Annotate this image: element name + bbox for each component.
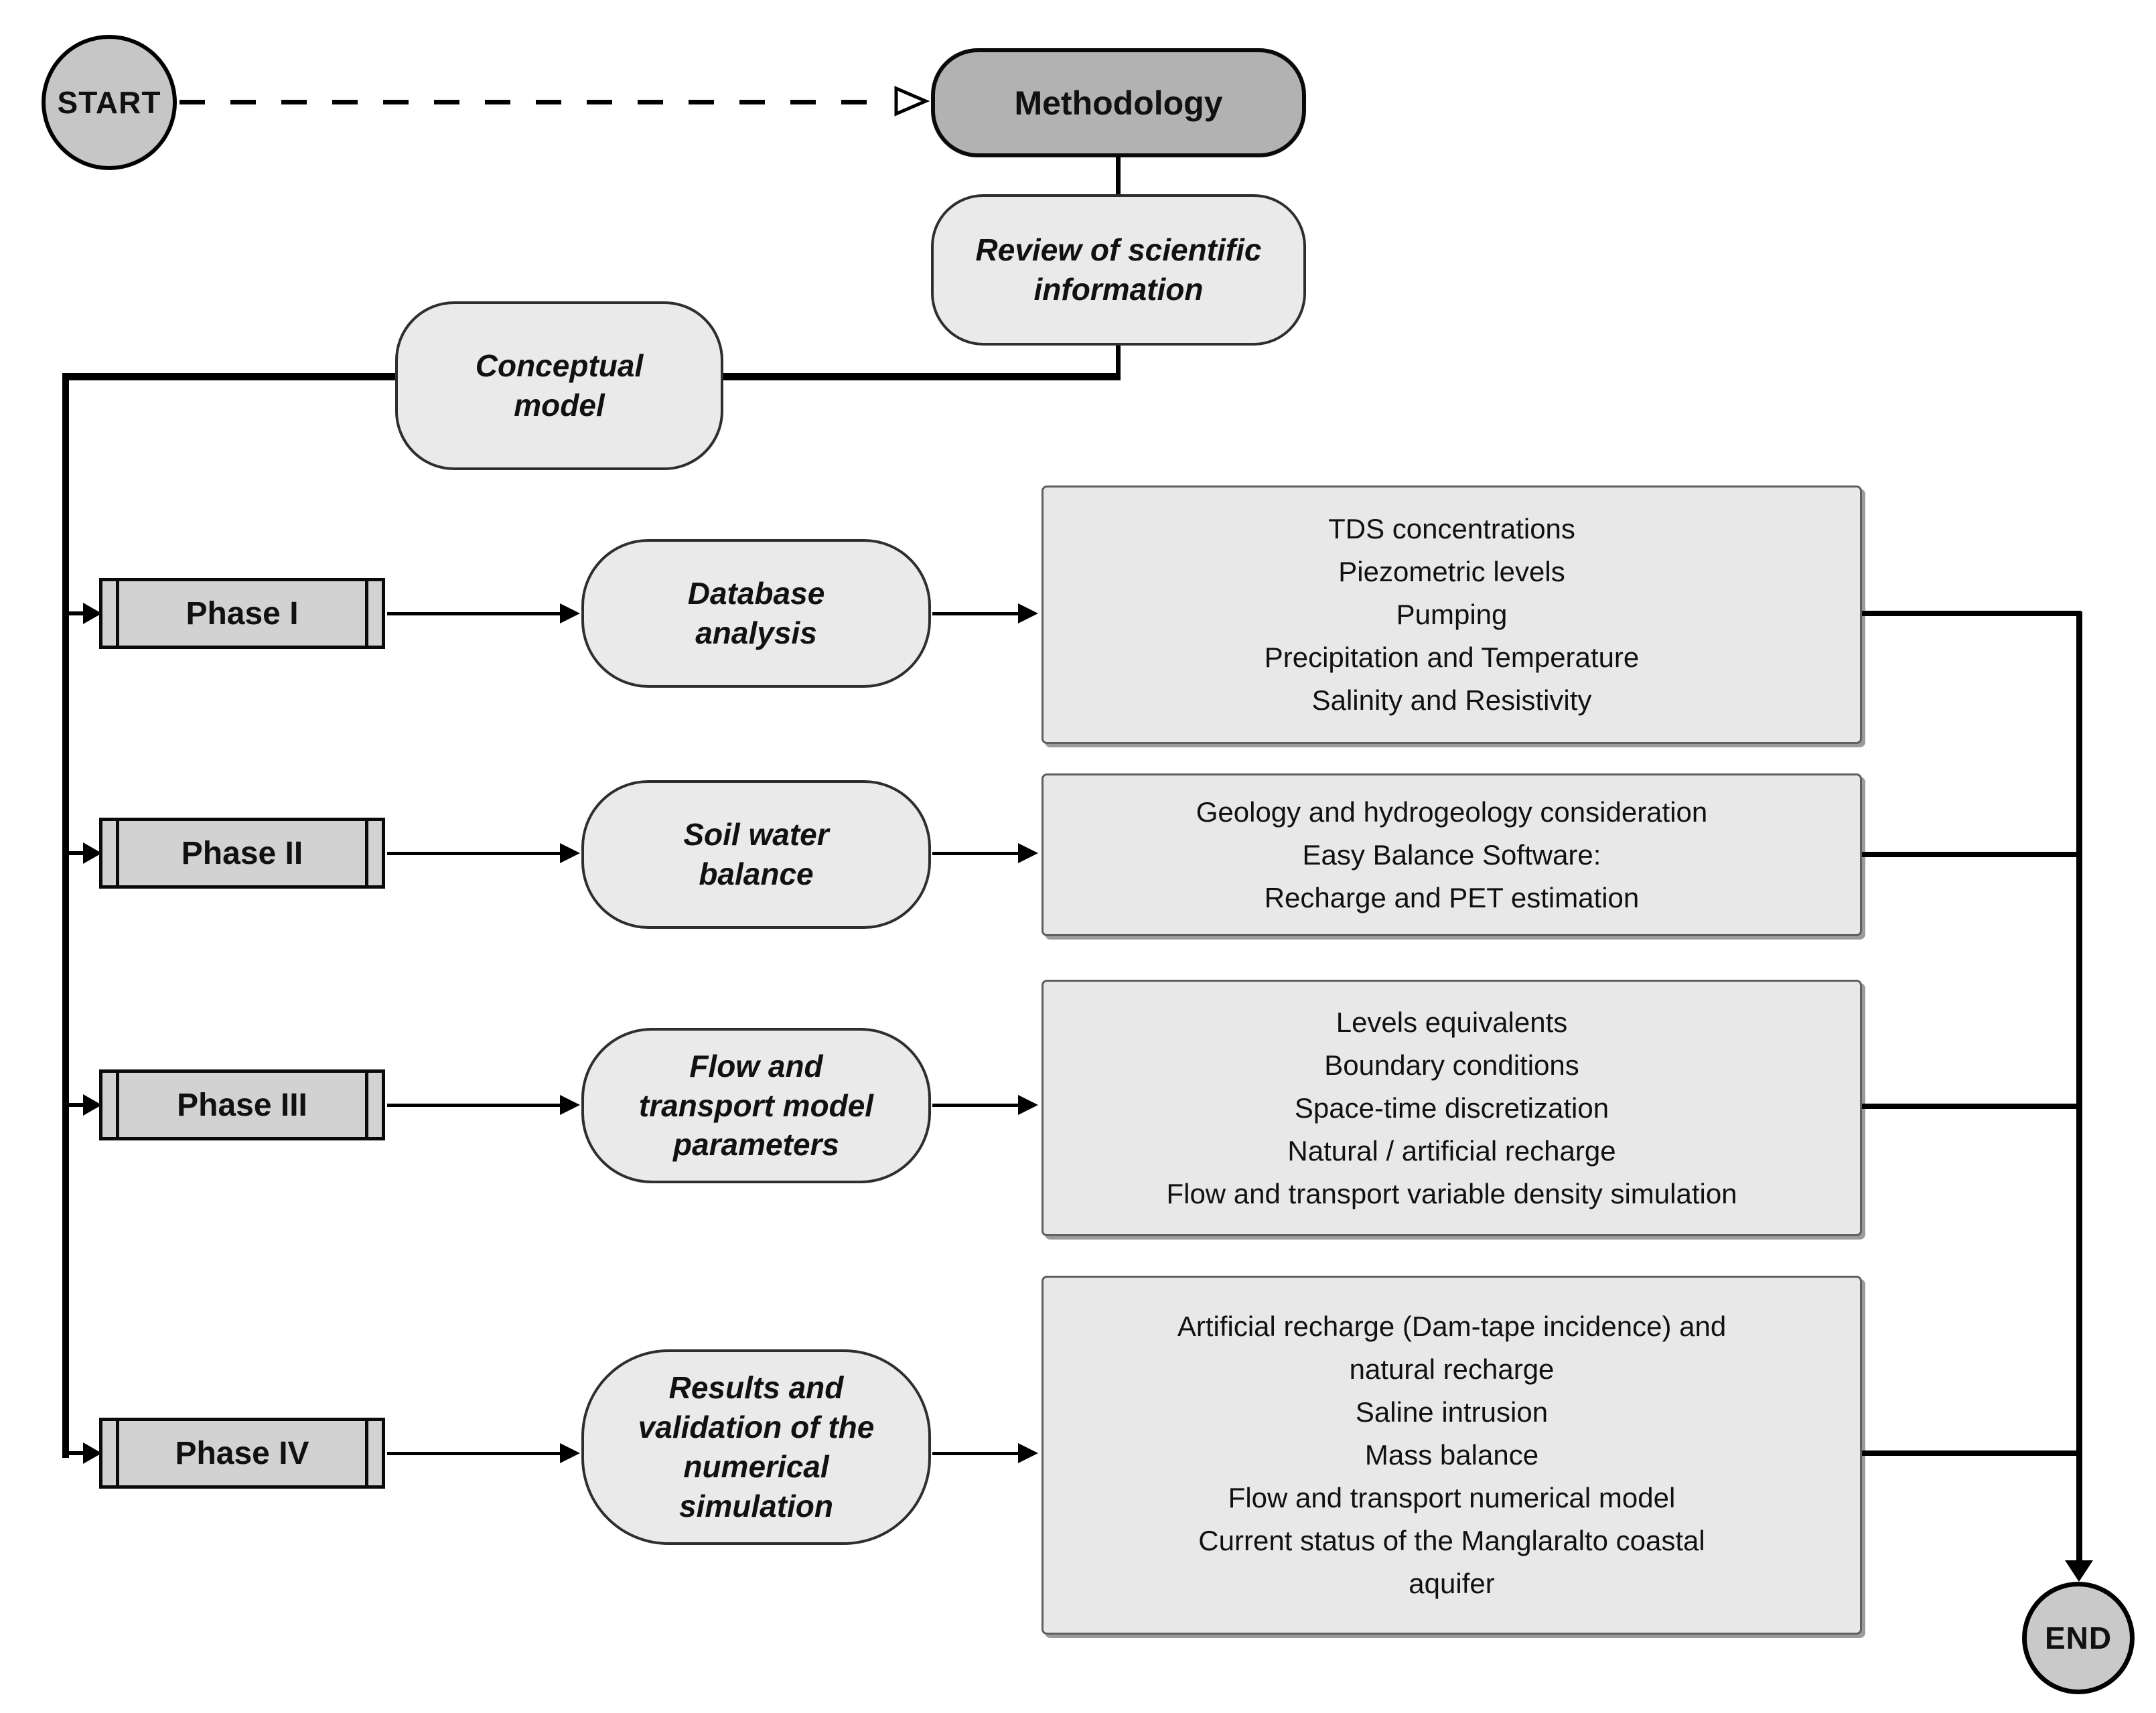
predefined-bar-icon: [116, 1421, 119, 1485]
predefined-bar-icon: [116, 581, 119, 646]
arrow-line-phase4-process: [387, 1452, 560, 1455]
process-2-node: Soil water balance: [581, 780, 931, 929]
review-node: Review of scientific information: [931, 194, 1306, 346]
predefined-bar-icon: [116, 1073, 119, 1137]
end-node: END: [2022, 1582, 2135, 1694]
connector-details3-trunk: [1862, 1104, 2081, 1109]
trunk-left-vertical-line: [62, 373, 69, 1458]
methodology-node: Methodology: [931, 48, 1306, 157]
predefined-bar-icon: [365, 1073, 368, 1137]
arrowhead-process-2-icon: [560, 843, 580, 863]
arrow-line-phase1-process: [387, 612, 560, 615]
process-1-node: Database analysis: [581, 539, 931, 688]
connector-details1-trunk: [1862, 611, 2081, 616]
branch-line-phase-4: [67, 1451, 83, 1455]
arrowhead-details-4-icon: [1018, 1443, 1038, 1463]
arrowhead-details-3-icon: [1018, 1095, 1038, 1115]
connector-details2-trunk: [1862, 852, 2081, 857]
arrowhead-details-1-icon: [1018, 603, 1038, 623]
phase-3-label: Phase III: [177, 1087, 307, 1123]
phase-2-box: Phase II: [99, 818, 385, 889]
arrowhead-process-4-icon: [560, 1443, 580, 1463]
process-4-node: Results and validation of the numerical …: [581, 1349, 931, 1545]
conceptual-model-node: Conceptual model: [395, 301, 723, 470]
dashed-connector-start-methodology: [179, 100, 891, 104]
details-3-box: Levels equivalents Boundary conditions S…: [1041, 980, 1862, 1236]
phase-4-label: Phase IV: [175, 1435, 309, 1471]
arrowhead-phase-2-icon: [83, 842, 102, 864]
connector-review-trunk: [1116, 346, 1121, 376]
phase-3-box: Phase III: [99, 1069, 385, 1140]
details-1-box: TDS concentrations Piezometric levels Pu…: [1041, 486, 1862, 744]
hollow-arrowhead-icon: [894, 86, 930, 117]
arrow-line-process2-details: [932, 852, 1018, 855]
process-3-node: Flow and transport model parameters: [581, 1028, 931, 1183]
predefined-bar-icon: [365, 821, 368, 885]
predefined-bar-icon: [365, 581, 368, 646]
arrow-line-process1-details: [932, 612, 1018, 615]
predefined-bar-icon: [116, 821, 119, 885]
arrowhead-details-2-icon: [1018, 843, 1038, 863]
arrowhead-process-3-icon: [560, 1095, 580, 1115]
details-4-box: Artificial recharge (Dam-tape incidence)…: [1041, 1276, 1862, 1635]
arrow-line-phase2-process: [387, 852, 560, 855]
arrow-line-process3-details: [932, 1104, 1018, 1107]
phase-2-label: Phase II: [181, 835, 303, 871]
arrowhead-phase-4-icon: [83, 1442, 102, 1464]
start-node: START: [42, 35, 177, 170]
details-2-box: Geology and hydrogeology consideration E…: [1041, 773, 1862, 936]
arrowhead-phase-1-icon: [83, 603, 102, 624]
arrowhead-process-1-icon: [560, 603, 580, 623]
arrow-line-phase3-process: [387, 1104, 560, 1107]
arrowhead-end-icon: [2065, 1560, 2093, 1582]
branch-line-phase-2: [67, 851, 83, 855]
arrowhead-phase-3-icon: [83, 1094, 102, 1116]
branch-line-phase-3: [67, 1103, 83, 1107]
arrow-line-process4-details: [932, 1452, 1018, 1455]
predefined-bar-icon: [365, 1421, 368, 1485]
phase-1-box: Phase I: [99, 578, 385, 649]
phase-4-box: Phase IV: [99, 1418, 385, 1489]
phase-1-label: Phase I: [186, 595, 299, 631]
connector-details4-trunk: [1862, 1450, 2081, 1456]
connector-methodology-review: [1116, 157, 1121, 196]
branch-line-phase-1: [67, 611, 83, 615]
trunk-right-vertical-line: [2076, 611, 2082, 1560]
